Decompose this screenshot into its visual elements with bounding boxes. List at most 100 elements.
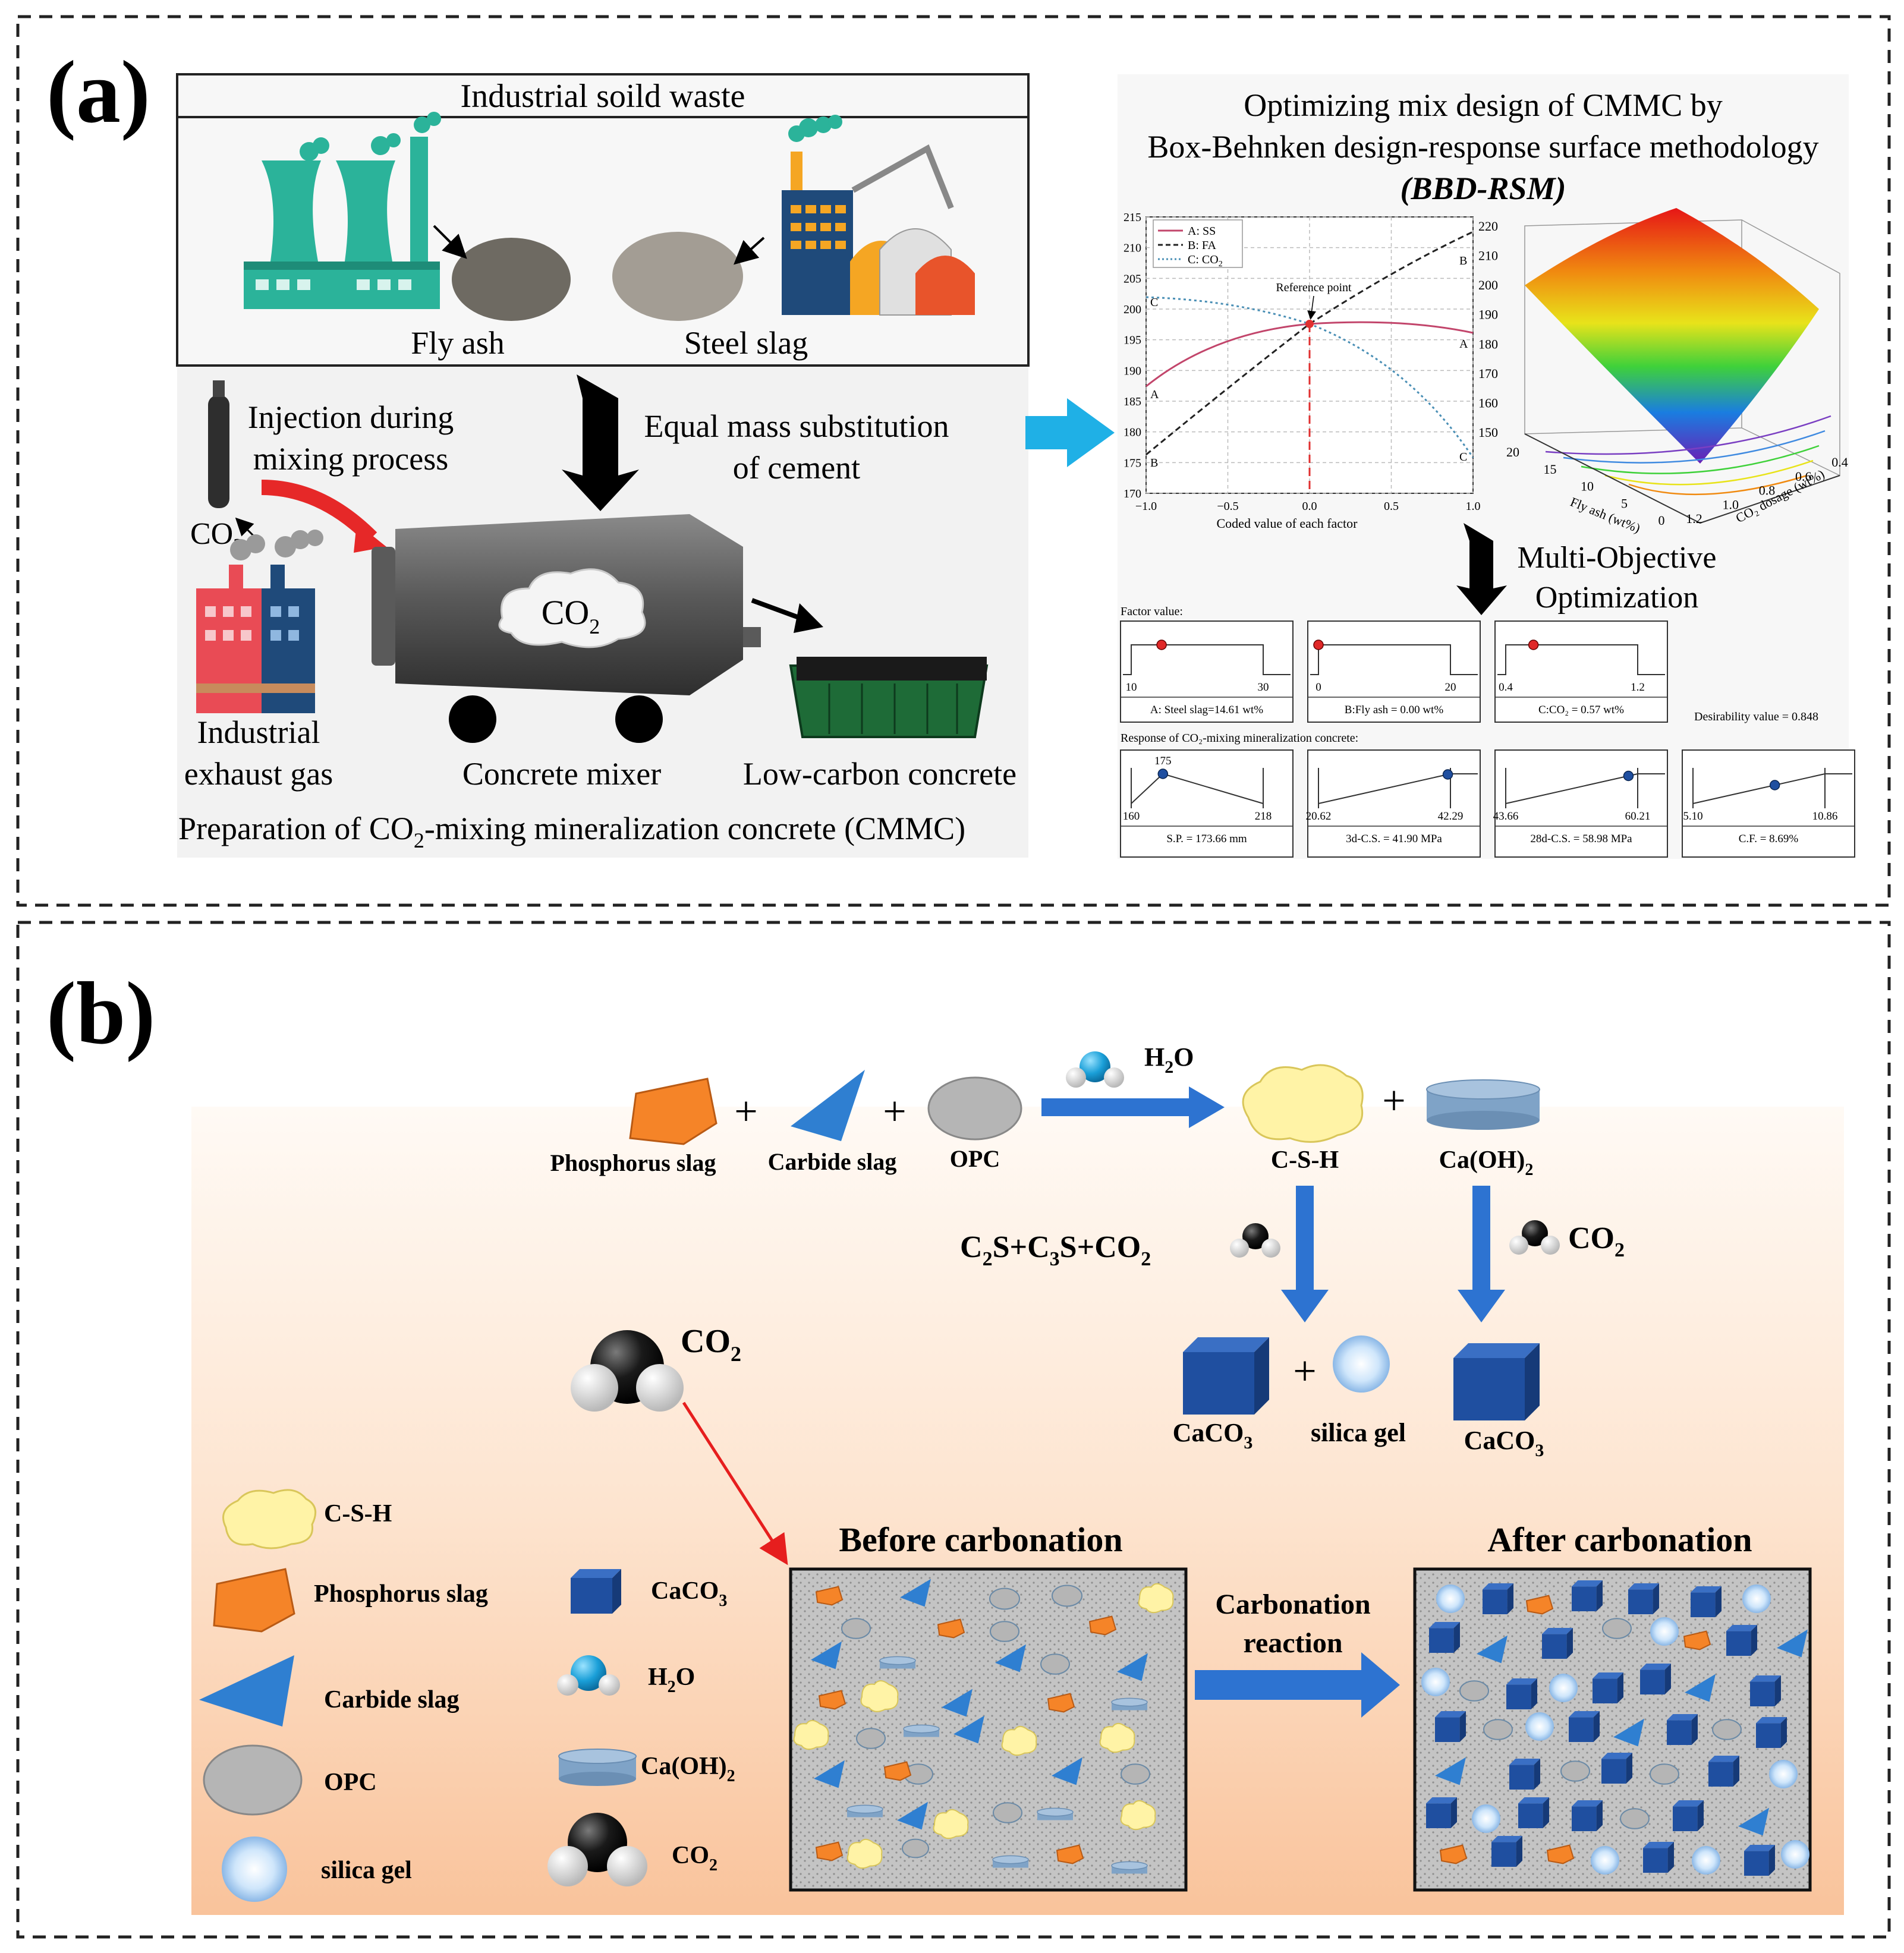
opc-particle bbox=[1620, 1808, 1650, 1829]
caco3-particle-top bbox=[1601, 1753, 1632, 1759]
after-carbonation-title: After carbonation bbox=[1487, 1520, 1752, 1559]
optimize-title-line3: (BBD-RSM) bbox=[1400, 171, 1566, 206]
caco3-particle-side bbox=[1531, 1678, 1537, 1709]
caco3-particle-side bbox=[1733, 1756, 1739, 1787]
factor-ramp-hi: 20 bbox=[1445, 681, 1456, 694]
opc-particle bbox=[841, 1618, 871, 1639]
surface-ztick: 200 bbox=[1478, 278, 1498, 292]
caco3-particle-top bbox=[1569, 1711, 1600, 1718]
legend-carbide-label: Carbide slag bbox=[324, 1686, 460, 1713]
caco3-particle-side bbox=[1596, 1800, 1603, 1831]
csh-particle bbox=[1120, 1800, 1156, 1831]
caco3-particle bbox=[1426, 1803, 1451, 1828]
csh-cloud-shape bbox=[1242, 1064, 1364, 1143]
caco3-particle bbox=[1640, 1670, 1665, 1694]
factor-value-title: Factor value: bbox=[1121, 605, 1183, 618]
perturbation-ytick: 205 bbox=[1123, 272, 1141, 285]
surface-flyash-tick: 10 bbox=[1581, 479, 1594, 494]
desirability-label: Desirability value = 0.848 bbox=[1694, 710, 1818, 723]
caco3-particle bbox=[1435, 1717, 1460, 1742]
silica-gel-particle bbox=[1742, 1585, 1771, 1613]
response-ramp-marker bbox=[1157, 768, 1169, 779]
plus-2: + bbox=[883, 1089, 906, 1135]
caco3-left-label: CaCO3 bbox=[1173, 1418, 1253, 1453]
caoh2-particle-top bbox=[879, 1656, 916, 1665]
mixer-co2-label: CO2 bbox=[542, 593, 600, 638]
optimize-title-line2: Box-Behnken design-response surface meth… bbox=[1147, 129, 1818, 165]
surface-co2-tick: 1.2 bbox=[1686, 511, 1702, 526]
silica-gel-particle bbox=[1781, 1840, 1809, 1869]
factor-ramp-hi: 1.2 bbox=[1631, 681, 1645, 694]
perturbation-ytick: 210 bbox=[1123, 242, 1141, 255]
factor-ramp-box bbox=[1307, 620, 1481, 723]
caoh2-cylinder-shape bbox=[1426, 1079, 1540, 1130]
response-ramp-lo: 5.10 bbox=[1683, 810, 1702, 823]
surface-co2-tick: 0.8 bbox=[1759, 483, 1776, 498]
carbide-slag-particle bbox=[942, 1689, 973, 1717]
plus-4: + bbox=[1293, 1349, 1316, 1394]
co2-injection-arrow bbox=[682, 1401, 788, 1565]
carbide-slag-particle bbox=[1117, 1653, 1148, 1681]
csh-particle bbox=[846, 1838, 883, 1869]
phosphorus-slag-particle bbox=[937, 1618, 965, 1639]
carbide-slag-particle bbox=[900, 1579, 931, 1607]
legend-caoh2-label: Ca(OH)2 bbox=[641, 1753, 735, 1785]
opc-particle bbox=[1459, 1680, 1489, 1702]
carbide-slag-particle bbox=[1777, 1629, 1808, 1658]
factor-ramp-lo: 10 bbox=[1126, 681, 1137, 694]
caco3-right-label: CaCO3 bbox=[1464, 1426, 1544, 1460]
caoh2-particle-top bbox=[1111, 1697, 1148, 1707]
caoh2-particle-top bbox=[1111, 1861, 1148, 1870]
before-carbonation-title: Before carbonation bbox=[839, 1520, 1122, 1559]
carbide-slag-particle bbox=[1738, 1807, 1769, 1836]
phosphorus-slag-particle bbox=[1088, 1615, 1117, 1636]
factor-ramp-caption: A: Steel slag=14.61 wt% bbox=[1150, 704, 1263, 716]
caco3-particle bbox=[1691, 1592, 1716, 1617]
caco3-particle bbox=[1569, 1717, 1594, 1742]
factor-ramp-marker bbox=[1313, 640, 1324, 650]
factor-ramp-caption: B:Fly ash = 0.00 wt% bbox=[1345, 704, 1444, 716]
legend-csh-icon bbox=[222, 1489, 317, 1549]
surface-ztick: 220 bbox=[1478, 219, 1498, 234]
injection-line1: Injection during bbox=[248, 399, 454, 435]
legend-silica-icon bbox=[222, 1837, 287, 1902]
curve-label-c-right: C bbox=[1459, 451, 1467, 464]
legend-h2o-icon bbox=[557, 1655, 620, 1696]
perturbation-ytick: 185 bbox=[1123, 395, 1141, 408]
curve-label-b-left: B bbox=[1150, 456, 1158, 470]
carbide-slag-particle bbox=[1685, 1674, 1716, 1702]
csh-particle bbox=[793, 1719, 829, 1750]
opc-particle bbox=[902, 1838, 929, 1858]
carbide-slag-particle bbox=[814, 1760, 845, 1788]
carbide-slag-particle bbox=[1613, 1718, 1644, 1747]
response-title: Response of CO₂-mixing mineralization co… bbox=[1121, 732, 1358, 745]
response-ramp-hi: 42.29 bbox=[1438, 810, 1464, 823]
surface-co2-tick: 1.0 bbox=[1723, 497, 1739, 512]
response-ramp-caption: C.F. = 8.69% bbox=[1739, 833, 1799, 845]
opc-shape bbox=[927, 1076, 1022, 1141]
hydration-arrow bbox=[1041, 1086, 1225, 1128]
carbide-slag-particle bbox=[897, 1801, 928, 1830]
fly-ash-pile-icon bbox=[452, 238, 571, 321]
perturbation-xtick: −0.5 bbox=[1217, 500, 1238, 513]
curve-label-b-right: B bbox=[1459, 254, 1467, 267]
response-ramp-lo: 160 bbox=[1123, 810, 1140, 823]
factor-ramp-marker bbox=[1528, 640, 1539, 650]
phosphorus-slag-particle bbox=[1439, 1844, 1468, 1864]
perturbation-ytick: 215 bbox=[1123, 211, 1141, 224]
caco3-particle-side bbox=[1697, 1800, 1704, 1831]
legend-opc-label: OPC bbox=[324, 1769, 377, 1796]
caco3-particle-top bbox=[1572, 1800, 1603, 1807]
mixer-label: Concrete mixer bbox=[462, 756, 661, 792]
response-ramp-hi: 60.21 bbox=[1625, 810, 1651, 823]
co2-molecule-big-icon bbox=[571, 1330, 684, 1412]
legend-phosphorus-label: Phosphorus slag bbox=[314, 1580, 488, 1608]
prep-caption: Preparation of CO2-mixing mineralization… bbox=[178, 811, 965, 852]
curve-label-c-left: C bbox=[1150, 296, 1158, 309]
opc-particle bbox=[1052, 1585, 1082, 1607]
caco3-particle-side bbox=[1543, 1797, 1549, 1828]
caoh2-particle-top bbox=[992, 1855, 1029, 1864]
caco3-particle bbox=[1643, 1848, 1668, 1873]
low-carbon-concrete-icon bbox=[789, 657, 989, 738]
silica-gel-particle bbox=[1525, 1712, 1554, 1741]
